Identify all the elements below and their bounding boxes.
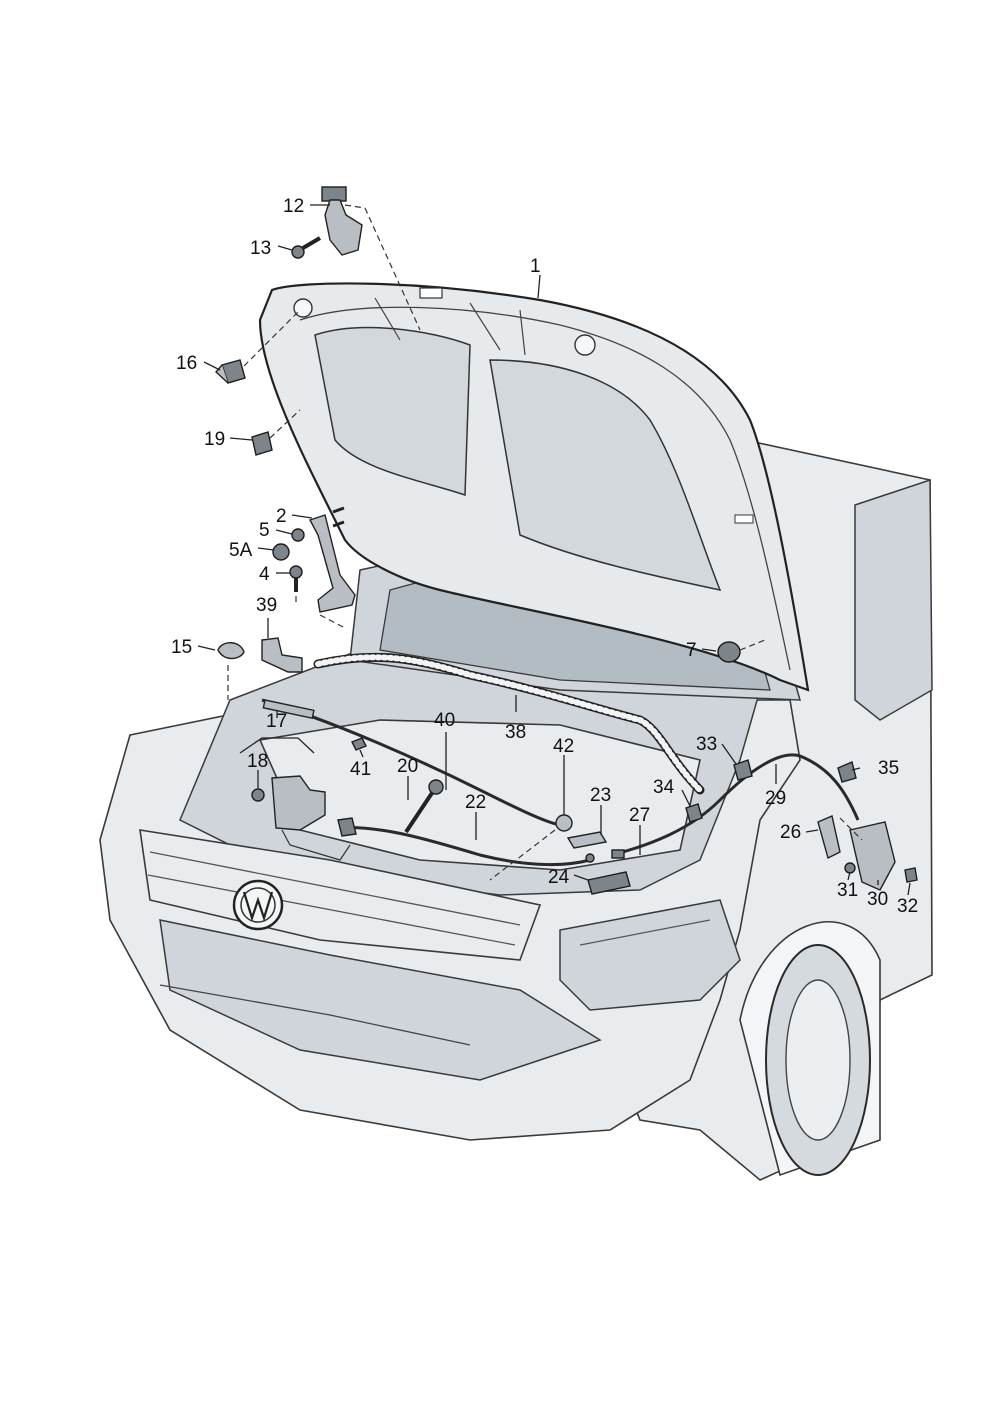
part-32-clip xyxy=(904,867,918,883)
callout-32: 32 xyxy=(897,896,918,917)
part-5a-nut xyxy=(272,543,290,561)
callout-42: 42 xyxy=(553,736,574,757)
callout-26: 26 xyxy=(780,822,801,843)
part-33-clip xyxy=(733,759,753,781)
callout-40: 40 xyxy=(434,710,455,731)
callout-5a: 5A xyxy=(229,540,253,561)
part-26-release-lever xyxy=(817,815,841,860)
part-30-lever-bracket xyxy=(849,821,896,891)
callout-7: 7 xyxy=(686,640,697,661)
bay-floor-panel xyxy=(258,719,701,871)
part-18-bonnet-lock xyxy=(251,775,351,861)
headlight xyxy=(559,899,741,1011)
bumper-lower-recess xyxy=(159,919,602,1081)
callout-16: 16 xyxy=(176,353,197,374)
part-5-nut xyxy=(291,528,305,542)
callout-19: 19 xyxy=(204,429,225,450)
bonnet-panel xyxy=(258,282,810,692)
radiator-grille xyxy=(139,829,542,961)
part-7-buffer xyxy=(717,641,741,663)
part-35-clip xyxy=(837,761,857,783)
callout-31: 31 xyxy=(837,880,858,901)
callout-12: 12 xyxy=(283,196,304,217)
callout-17: 17 xyxy=(266,711,287,732)
part-39-stay-holder xyxy=(261,637,303,673)
part-42-grommet xyxy=(555,814,573,832)
part-40-support-rod xyxy=(261,698,561,827)
parts xyxy=(215,186,918,895)
callout-41: 41 xyxy=(350,759,371,780)
callout-15: 15 xyxy=(171,637,192,658)
callout-27: 27 xyxy=(629,805,650,826)
part-4-bolt xyxy=(289,565,303,592)
callout-20: 20 xyxy=(397,756,418,777)
part-15-buffer xyxy=(217,642,245,660)
part-22-release-cable xyxy=(339,826,591,867)
callout-4: 4 xyxy=(259,564,270,585)
callout-30: 30 xyxy=(867,889,888,910)
callout-labels: 1 2 4 5 5A 7 12 13 15 16 17 18 19 20 22 … xyxy=(171,196,918,917)
callout-2: 2 xyxy=(276,506,287,527)
part-12-release-catch xyxy=(321,186,363,256)
callout-34: 34 xyxy=(653,777,675,798)
callout-13: 13 xyxy=(250,238,271,259)
callout-35: 35 xyxy=(878,758,899,779)
part-27-connector xyxy=(585,853,595,863)
callout-1: 1 xyxy=(530,256,541,277)
brand-emblem xyxy=(232,879,284,931)
part-34-clip xyxy=(685,803,703,823)
callout-39: 39 xyxy=(256,595,277,616)
callout-29: 29 xyxy=(765,788,786,809)
callout-33: 33 xyxy=(696,734,717,755)
part-2-hinge xyxy=(308,506,356,613)
part-41-clip xyxy=(351,737,367,751)
part-24-handle xyxy=(587,871,631,895)
callout-22: 22 xyxy=(465,792,486,813)
leader-lines xyxy=(197,204,911,896)
callout-5: 5 xyxy=(259,520,270,541)
callout-24: 24 xyxy=(548,867,570,888)
part-16-buffer xyxy=(215,359,246,384)
callout-38: 38 xyxy=(505,722,526,743)
a-pillar xyxy=(854,478,933,721)
part-20-bolt xyxy=(404,779,444,834)
part-23-cable-holder xyxy=(566,831,608,849)
part-19-buffer xyxy=(251,431,273,456)
callout-23: 23 xyxy=(590,785,611,806)
part-29-release-cable xyxy=(611,753,860,857)
callout-18: 18 xyxy=(247,751,268,772)
part-13-bolt xyxy=(291,236,322,259)
part-31-screw xyxy=(844,862,856,874)
